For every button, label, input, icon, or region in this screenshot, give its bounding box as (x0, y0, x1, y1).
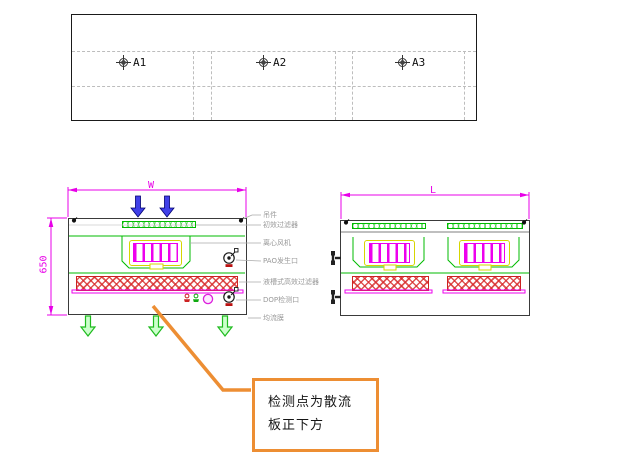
fan-impeller-front (133, 243, 178, 262)
width-dimension (67, 187, 247, 217)
port-ring-icon (202, 293, 214, 305)
fan-outlet-tab-side-1 (383, 264, 397, 271)
pao-port-icon (223, 248, 239, 267)
length-dim-label: L (430, 185, 437, 196)
part-label-pao-port: PAO发生口 (263, 257, 298, 265)
part-label-prefilter: 初效过滤器 (263, 221, 298, 229)
datum-point-icon (395, 55, 410, 70)
test-point-a1: A1 (116, 55, 146, 70)
test-point-grid-panel: A1 A2 A3 (71, 14, 477, 121)
test-point-a2: A2 (256, 55, 286, 70)
grid-dashed-line-vertical (193, 51, 194, 120)
ffu-side-view-body (340, 220, 530, 316)
datum-point-icon (116, 55, 131, 70)
hepa-rail-side-2 (442, 289, 526, 294)
prefilter-side-1 (352, 223, 426, 229)
fan-impeller-side-2 (464, 243, 505, 263)
part-label-fan: 离心风机 (263, 239, 291, 247)
air-inlet-arrow-icon (130, 195, 175, 218)
hepa-filter-front (76, 276, 238, 291)
indicator-green-icon (193, 293, 199, 302)
hepa-rail-front (71, 289, 244, 294)
label-leader-lines (69, 214, 262, 319)
hepa-rail-side-1 (344, 289, 433, 294)
grid-dashed-line-vertical (211, 51, 212, 120)
detection-note-callout: 检测点为散流 板正下方 (252, 378, 379, 452)
test-point-a3: A3 (395, 55, 425, 70)
test-point-label: A1 (133, 56, 147, 69)
length-dimension (340, 192, 530, 219)
hanger-bolt-icon (71, 217, 528, 225)
part-label-hanger: 吊件 (263, 211, 277, 219)
port-fitting-icon (331, 251, 341, 304)
indicator-red-icon (184, 293, 190, 302)
prefilter-front (122, 221, 196, 228)
test-point-label: A2 (273, 56, 287, 69)
part-label-hepa: 液槽式高效过滤器 (263, 278, 319, 286)
grid-dashed-line-horizontal (72, 51, 476, 52)
test-point-label: A3 (412, 56, 426, 69)
fan-outlet-tab-side-2 (478, 264, 492, 271)
fan-outlet-tab-front (149, 263, 164, 270)
width-dim-label: W (148, 180, 155, 191)
air-outlet-arrow-icon (79, 315, 234, 337)
part-label-diffuser: 均流膜 (263, 314, 284, 322)
part-label-dop-port: DOP检测口 (263, 296, 300, 304)
dop-port-icon (223, 287, 239, 306)
callout-text-line1: 检测点为散流 (268, 395, 353, 410)
grid-dashed-line-vertical (464, 51, 465, 120)
callout-text-line2: 板正下方 (268, 418, 325, 433)
prefilter-side-2 (447, 223, 523, 229)
side-view-structure (341, 231, 529, 274)
fan-impeller-side-1 (369, 243, 410, 263)
grid-dashed-line-vertical (335, 51, 336, 120)
grid-dashed-line-horizontal (72, 86, 476, 87)
grid-dashed-line-vertical (352, 51, 353, 120)
callout-leader-line (151, 304, 251, 392)
hepa-filter-side-2 (447, 276, 521, 291)
datum-point-icon (256, 55, 271, 70)
height-dimension (47, 217, 67, 316)
